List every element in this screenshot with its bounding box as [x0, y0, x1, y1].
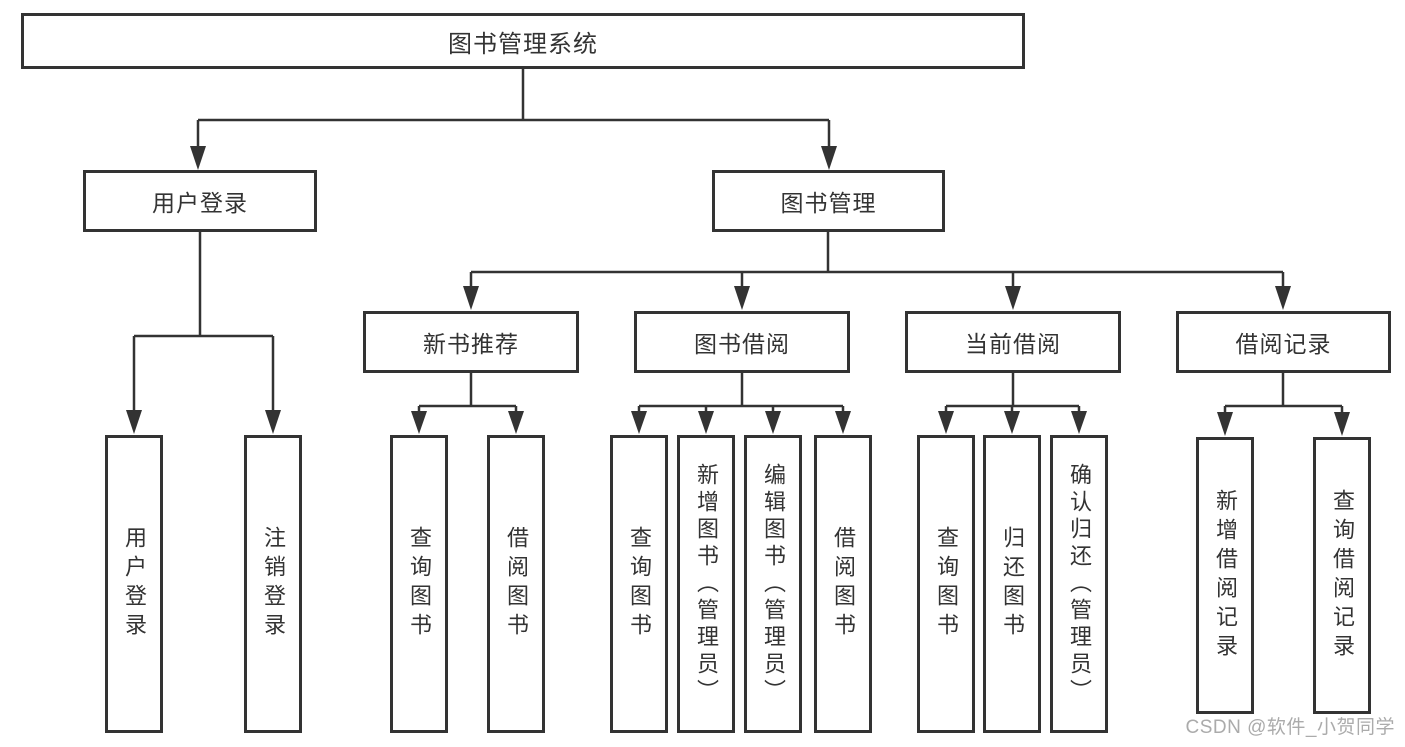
- arrowhead-leaf-add-book: [698, 411, 714, 434]
- arrowhead-borrow-record: [1275, 286, 1291, 310]
- arrowhead-leaf-query-book-3: [938, 411, 954, 434]
- node-book-borrow-label: 图书借阅: [694, 331, 790, 357]
- leaf-borrow-book-1: 借阅图书: [487, 435, 545, 733]
- arrowhead-leaf-user-login: [126, 410, 142, 434]
- node-current-borrow-label: 当前借阅: [965, 331, 1061, 357]
- node-borrow-record-label: 借阅记录: [1235, 331, 1332, 357]
- arrowhead-user-login: [190, 146, 206, 170]
- arrowhead-leaf-edit-book: [765, 411, 781, 434]
- leaf-query-book-3-label: 查询图书: [934, 526, 959, 642]
- arrowhead-leaf-confirm-return: [1071, 411, 1087, 434]
- leaf-logout: 注销登录: [244, 435, 302, 733]
- connector-borrow-record-children: [1223, 373, 1344, 413]
- arrowhead-current-borrow: [1005, 286, 1021, 310]
- leaf-return-book: 归还图书: [983, 435, 1041, 733]
- leaf-query-book-2-label: 查询图书: [627, 526, 652, 642]
- leaf-query-book-1: 查询图书: [390, 435, 448, 733]
- arrowhead-book-mgmt: [821, 146, 837, 170]
- node-new-book-label: 新书推荐: [423, 331, 519, 357]
- node-user-login-label: 用户登录: [152, 190, 248, 216]
- leaf-add-borrow-record: 新增借阅记录: [1196, 437, 1254, 714]
- arrowhead-new-book: [463, 286, 479, 310]
- arrowhead-leaf-query-book-1: [411, 411, 427, 434]
- node-new-book: 新书推荐: [363, 311, 579, 373]
- csdn-watermark: CSDN @软件_小贺同学: [1185, 717, 1395, 738]
- node-book-mgmt: 图书管理: [712, 170, 945, 232]
- node-current-borrow: 当前借阅: [905, 311, 1121, 373]
- leaf-user-login: 用户登录: [105, 435, 163, 733]
- arrowhead-leaf-add-borrow-record: [1217, 412, 1233, 436]
- leaf-edit-book-label: 编辑图书（管理员）: [761, 462, 786, 706]
- leaf-user-login-label: 用户登录: [122, 526, 147, 642]
- node-user-login: 用户登录: [83, 170, 317, 232]
- arrowhead-leaf-return-book: [1004, 411, 1020, 434]
- node-root-label: 图书管理系统: [448, 30, 598, 58]
- connector-book-mgmt-children: [469, 232, 1285, 287]
- leaf-query-book-1-label: 查询图书: [407, 526, 432, 642]
- leaf-query-book-2: 查询图书: [610, 435, 668, 733]
- leaf-edit-book: 编辑图书（管理员）: [744, 435, 802, 733]
- connector-current-borrow-children: [944, 373, 1081, 412]
- leaf-query-borrow-record: 查询借阅记录: [1313, 437, 1371, 714]
- leaf-add-book-label: 新增图书（管理员）: [694, 462, 719, 706]
- arrowhead-leaf-logout: [265, 410, 281, 434]
- node-book-mgmt-label: 图书管理: [780, 190, 877, 216]
- arrowhead-leaf-query-borrow-record: [1334, 412, 1350, 436]
- node-book-borrow: 图书借阅: [634, 311, 850, 373]
- arrowhead-leaf-borrow-book-2: [835, 411, 851, 434]
- arrowhead-book-borrow: [734, 286, 750, 310]
- connector-user-login-children: [132, 232, 275, 411]
- connector-new-book-children: [417, 373, 518, 412]
- leaf-add-borrow-record-label: 新增借阅记录: [1213, 488, 1238, 663]
- leaf-query-borrow-record-label: 查询借阅记录: [1330, 488, 1355, 663]
- connector-book-borrow-children: [637, 373, 845, 412]
- leaf-query-book-3: 查询图书: [917, 435, 975, 733]
- leaf-confirm-return: 确认归还（管理员）: [1050, 435, 1108, 733]
- leaf-borrow-book-2: 借阅图书: [814, 435, 872, 733]
- leaf-borrow-book-1-label: 借阅图书: [504, 526, 529, 642]
- leaf-confirm-return-label: 确认归还（管理员）: [1067, 462, 1092, 706]
- node-root: 图书管理系统: [21, 13, 1025, 69]
- leaf-return-book-label: 归还图书: [1000, 526, 1025, 642]
- connector-root-to-level2: [196, 69, 831, 147]
- arrowhead-leaf-query-book-2: [631, 411, 647, 434]
- node-borrow-record: 借阅记录: [1176, 311, 1391, 373]
- arrowhead-leaf-borrow-book-1: [508, 411, 524, 434]
- leaf-add-book: 新增图书（管理员）: [677, 435, 735, 733]
- leaf-borrow-book-2-label: 借阅图书: [831, 526, 856, 642]
- leaf-logout-label: 注销登录: [261, 526, 286, 642]
